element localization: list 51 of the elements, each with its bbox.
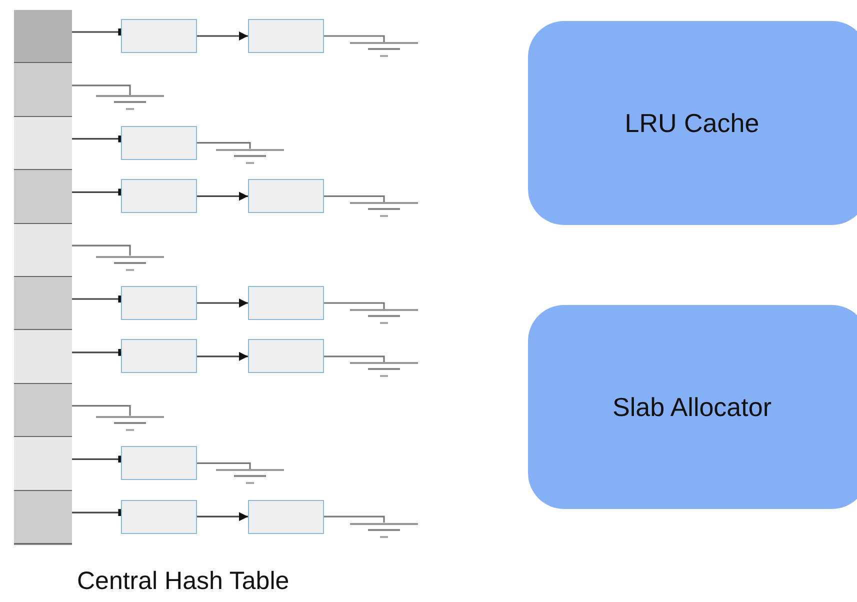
list-node bbox=[121, 286, 197, 320]
list-node bbox=[248, 339, 324, 374]
ground-symbol bbox=[96, 416, 164, 432]
arrow bbox=[197, 512, 248, 522]
table-slot bbox=[14, 490, 72, 544]
table-slot bbox=[14, 277, 72, 330]
arrow bbox=[197, 298, 248, 308]
ground-symbol bbox=[350, 309, 418, 325]
list-node bbox=[121, 339, 197, 374]
arrow bbox=[197, 192, 248, 201]
hash-table bbox=[14, 10, 72, 545]
ground-symbol bbox=[216, 148, 284, 165]
list-node bbox=[121, 19, 197, 53]
list-node bbox=[121, 126, 197, 160]
connector-line bbox=[324, 302, 385, 309]
list-node bbox=[121, 179, 197, 214]
list-node bbox=[248, 286, 324, 320]
table-slot bbox=[14, 330, 72, 384]
ground-symbol bbox=[216, 469, 284, 486]
connector-line bbox=[324, 35, 385, 42]
ground-symbol bbox=[350, 202, 418, 218]
connector-line bbox=[324, 356, 385, 362]
list-node bbox=[248, 19, 324, 53]
list-node bbox=[121, 446, 197, 480]
arrow bbox=[197, 32, 248, 40]
ground-symbol bbox=[350, 522, 418, 539]
table-slot bbox=[14, 170, 72, 224]
table-slot bbox=[14, 437, 72, 491]
list-node bbox=[248, 500, 324, 534]
component-box: LRU Cache bbox=[528, 21, 857, 225]
connector-line bbox=[72, 405, 131, 416]
table-slot bbox=[14, 224, 72, 277]
table-slot bbox=[14, 384, 72, 438]
table-slot bbox=[14, 10, 72, 64]
connector-line bbox=[324, 516, 385, 523]
table-slot bbox=[14, 63, 72, 117]
ground-symbol bbox=[350, 42, 418, 58]
connector-line bbox=[324, 195, 385, 202]
arrow bbox=[197, 352, 248, 361]
list-node bbox=[248, 179, 324, 214]
ground-symbol bbox=[96, 95, 164, 112]
ground-symbol bbox=[96, 256, 164, 272]
connector-line bbox=[197, 462, 251, 470]
ground-symbol bbox=[350, 362, 418, 378]
connector-line bbox=[72, 84, 131, 96]
list-node bbox=[121, 500, 197, 534]
table-caption: Central Hash Table bbox=[77, 567, 290, 596]
component-box: Slab Allocator bbox=[528, 305, 857, 509]
table-slot bbox=[14, 116, 72, 170]
connector-line bbox=[197, 142, 251, 149]
connector-line bbox=[72, 244, 131, 256]
